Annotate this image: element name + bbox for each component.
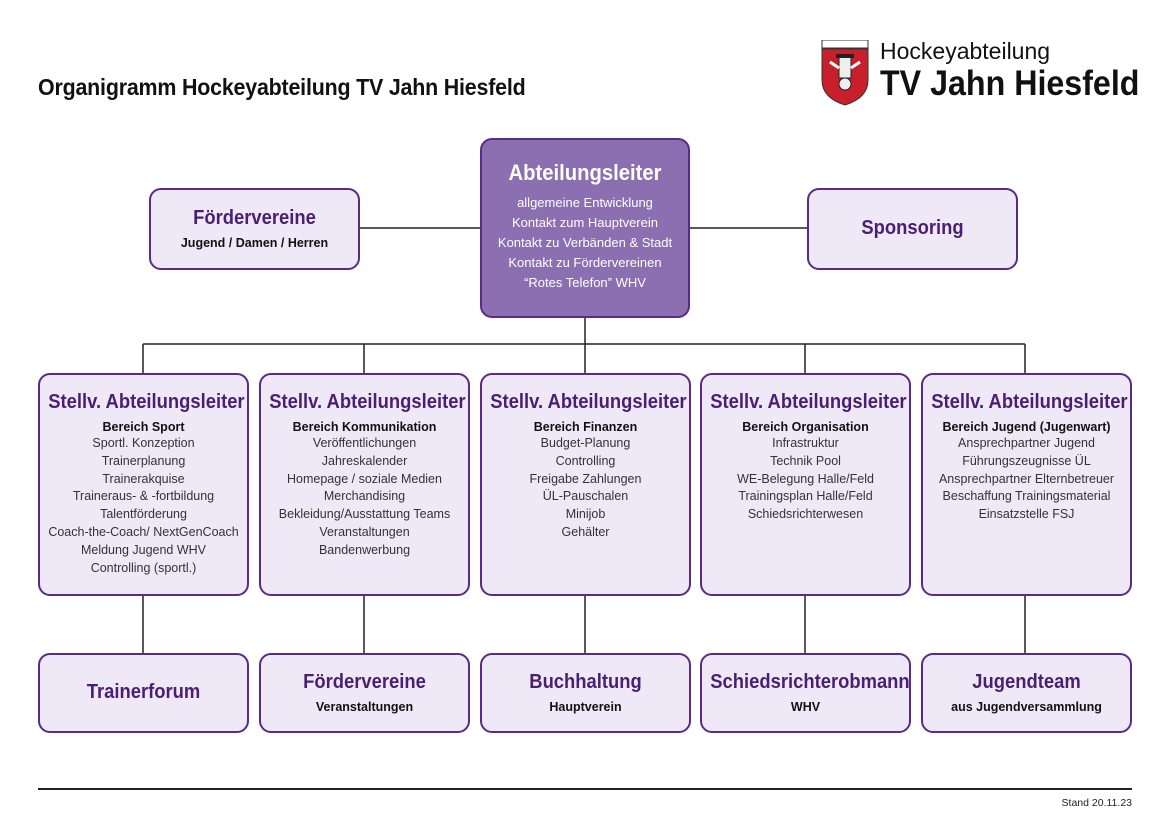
box-subtitle: aus Jugendversammlung: [951, 700, 1102, 714]
box-title: Fördervereine: [303, 671, 426, 693]
head-item: Kontakt zum Hauptverein: [512, 215, 658, 230]
foerdervereine-bottom-box: Fördervereine Veranstaltungen: [259, 653, 470, 733]
head-item: Kontakt zu Verbänden & Stadt: [497, 235, 673, 250]
deputy-item: Beschaffung Trainingsmaterial: [942, 489, 1111, 504]
head-title: Abteilungsleiter: [508, 160, 662, 185]
club-logo: Hockeyabteilung TV Jahn Hiesfeld: [820, 38, 1140, 108]
trainerforum-box: Trainerforum: [38, 653, 249, 733]
head-item: allgemeine Entwicklung: [517, 195, 653, 210]
box-subtitle: WHV: [790, 700, 821, 714]
deputy-area: Bereich Sport: [102, 420, 185, 434]
box-title: Buchhaltung: [529, 671, 642, 693]
deputy-item: Budget-Planung: [540, 436, 631, 450]
deputy-area: Bereich Jugend (Jugenwart): [942, 420, 1111, 434]
crest-icon: [821, 40, 869, 106]
schiedsrichterobmann-box: Schiedsrichterobmann WHV: [700, 653, 911, 733]
deputy-item: WE-Belegung Halle/Feld: [737, 471, 874, 486]
sponsoring-box: Sponsoring: [807, 188, 1018, 270]
logo-name: TV Jahn Hiesfeld: [880, 64, 1140, 103]
box-title: Jugendteam: [972, 671, 1081, 693]
deputy-item: Jahreskalender: [321, 453, 408, 468]
head-item: “Rotes Telefon” WHV: [524, 275, 646, 290]
deputy-title: Stellv. Abteilungsleiter: [490, 391, 687, 413]
deputy-item: Veröffentlichungen: [312, 436, 417, 450]
deputy-box-finanzen: Stellv. Abteilungsleiter Bereich Finanze…: [480, 373, 691, 596]
deputy-title: Stellv. Abteilungsleiter: [931, 391, 1128, 413]
page-title: Organigramm Hockeyabteilung TV Jahn Hies…: [38, 74, 526, 100]
deputy-area: Bereich Kommunikation: [292, 420, 437, 434]
deputy-title: Stellv. Abteilungsleiter: [710, 391, 907, 413]
deputy-item: Führungszeugnisse ÜL: [962, 453, 1091, 468]
date-stamp: Stand 20.11.23: [1061, 797, 1132, 809]
deputy-item: Infrastruktur: [772, 436, 839, 450]
box-subtitle: Jugend / Damen / Herren: [180, 236, 329, 250]
deputy-item: Minijob: [565, 507, 606, 522]
deputy-item: Veranstaltungen: [319, 524, 410, 539]
deputy-item: ÜL-Pauschalen: [542, 489, 629, 504]
footer-divider: [38, 788, 1132, 790]
deputy-item: Ansprechpartner Jugend: [958, 436, 1095, 450]
deputy-title: Stellv. Abteilungsleiter: [48, 391, 245, 413]
box-title: Schiedsrichterobmann: [710, 671, 910, 693]
logo-subtitle: Hockeyabteilung: [880, 38, 1051, 64]
deputy-item: Bekleidung/Ausstattung Teams: [278, 507, 451, 522]
box-title: Trainerforum: [86, 681, 201, 703]
box-title: Fördervereine: [193, 207, 316, 229]
deputy-item: Controlling: [555, 453, 616, 468]
deputy-item: Talentförderung: [100, 507, 187, 522]
deputy-item: Traineraus- & -fortbildung: [72, 489, 215, 504]
deputy-item: Merchandising: [323, 489, 406, 504]
deputy-box-jugend: Stellv. Abteilungsleiter Bereich Jugend …: [921, 373, 1132, 596]
deputy-item: Freigabe Zahlungen: [529, 471, 642, 486]
deputy-item: Schiedsrichterwesen: [747, 507, 864, 522]
head-item: Kontakt zu Fördervereinen: [508, 255, 662, 270]
deputy-item: Meldung Jugend WHV: [80, 542, 207, 557]
deputy-item: Gehälter: [561, 524, 610, 539]
deputy-item: Einsatzstelle FSJ: [978, 507, 1075, 522]
deputy-item: Trainingsplan Halle/Feld: [738, 489, 873, 504]
deputy-item: Ansprechpartner Elternbetreuer: [938, 471, 1115, 486]
deputy-item: Homepage / soziale Medien: [287, 471, 442, 486]
deputy-box-kommunikation: Stellv. Abteilungsleiter Bereich Kommuni…: [259, 373, 470, 596]
deputy-area: Bereich Finanzen: [533, 420, 638, 434]
deputy-box-organisation: Stellv. Abteilungsleiter Bereich Organis…: [700, 373, 911, 596]
deputy-item: Trainerakquise: [102, 471, 185, 486]
deputy-item: Coach-the-Coach/ NextGenCoach: [48, 524, 239, 539]
foerdervereine-top-box: Fördervereine Jugend / Damen / Herren: [149, 188, 360, 270]
deputy-item: Controlling (sportl.): [90, 560, 197, 575]
deputy-item: Trainerplanung: [101, 453, 186, 468]
deputy-item: Technik Pool: [770, 453, 841, 468]
box-subtitle: Veranstaltungen: [315, 700, 414, 714]
deputy-area: Bereich Organisation: [742, 420, 869, 434]
buchhaltung-box: Buchhaltung Hauptverein: [480, 653, 691, 733]
deputy-box-sport: Stellv. Abteilungsleiter Bereich Sport S…: [38, 373, 249, 596]
deputy-item: Bandenwerbung: [318, 542, 411, 557]
jugendteam-box: Jugendteam aus Jugendversammlung: [921, 653, 1132, 733]
deputy-item: Sportl. Konzeption: [92, 436, 195, 450]
box-title: Sponsoring: [861, 217, 964, 239]
head-box: Abteilungsleiter allgemeine Entwicklung …: [480, 138, 690, 318]
deputy-title: Stellv. Abteilungsleiter: [269, 391, 466, 413]
box-subtitle: Hauptverein: [549, 700, 622, 714]
